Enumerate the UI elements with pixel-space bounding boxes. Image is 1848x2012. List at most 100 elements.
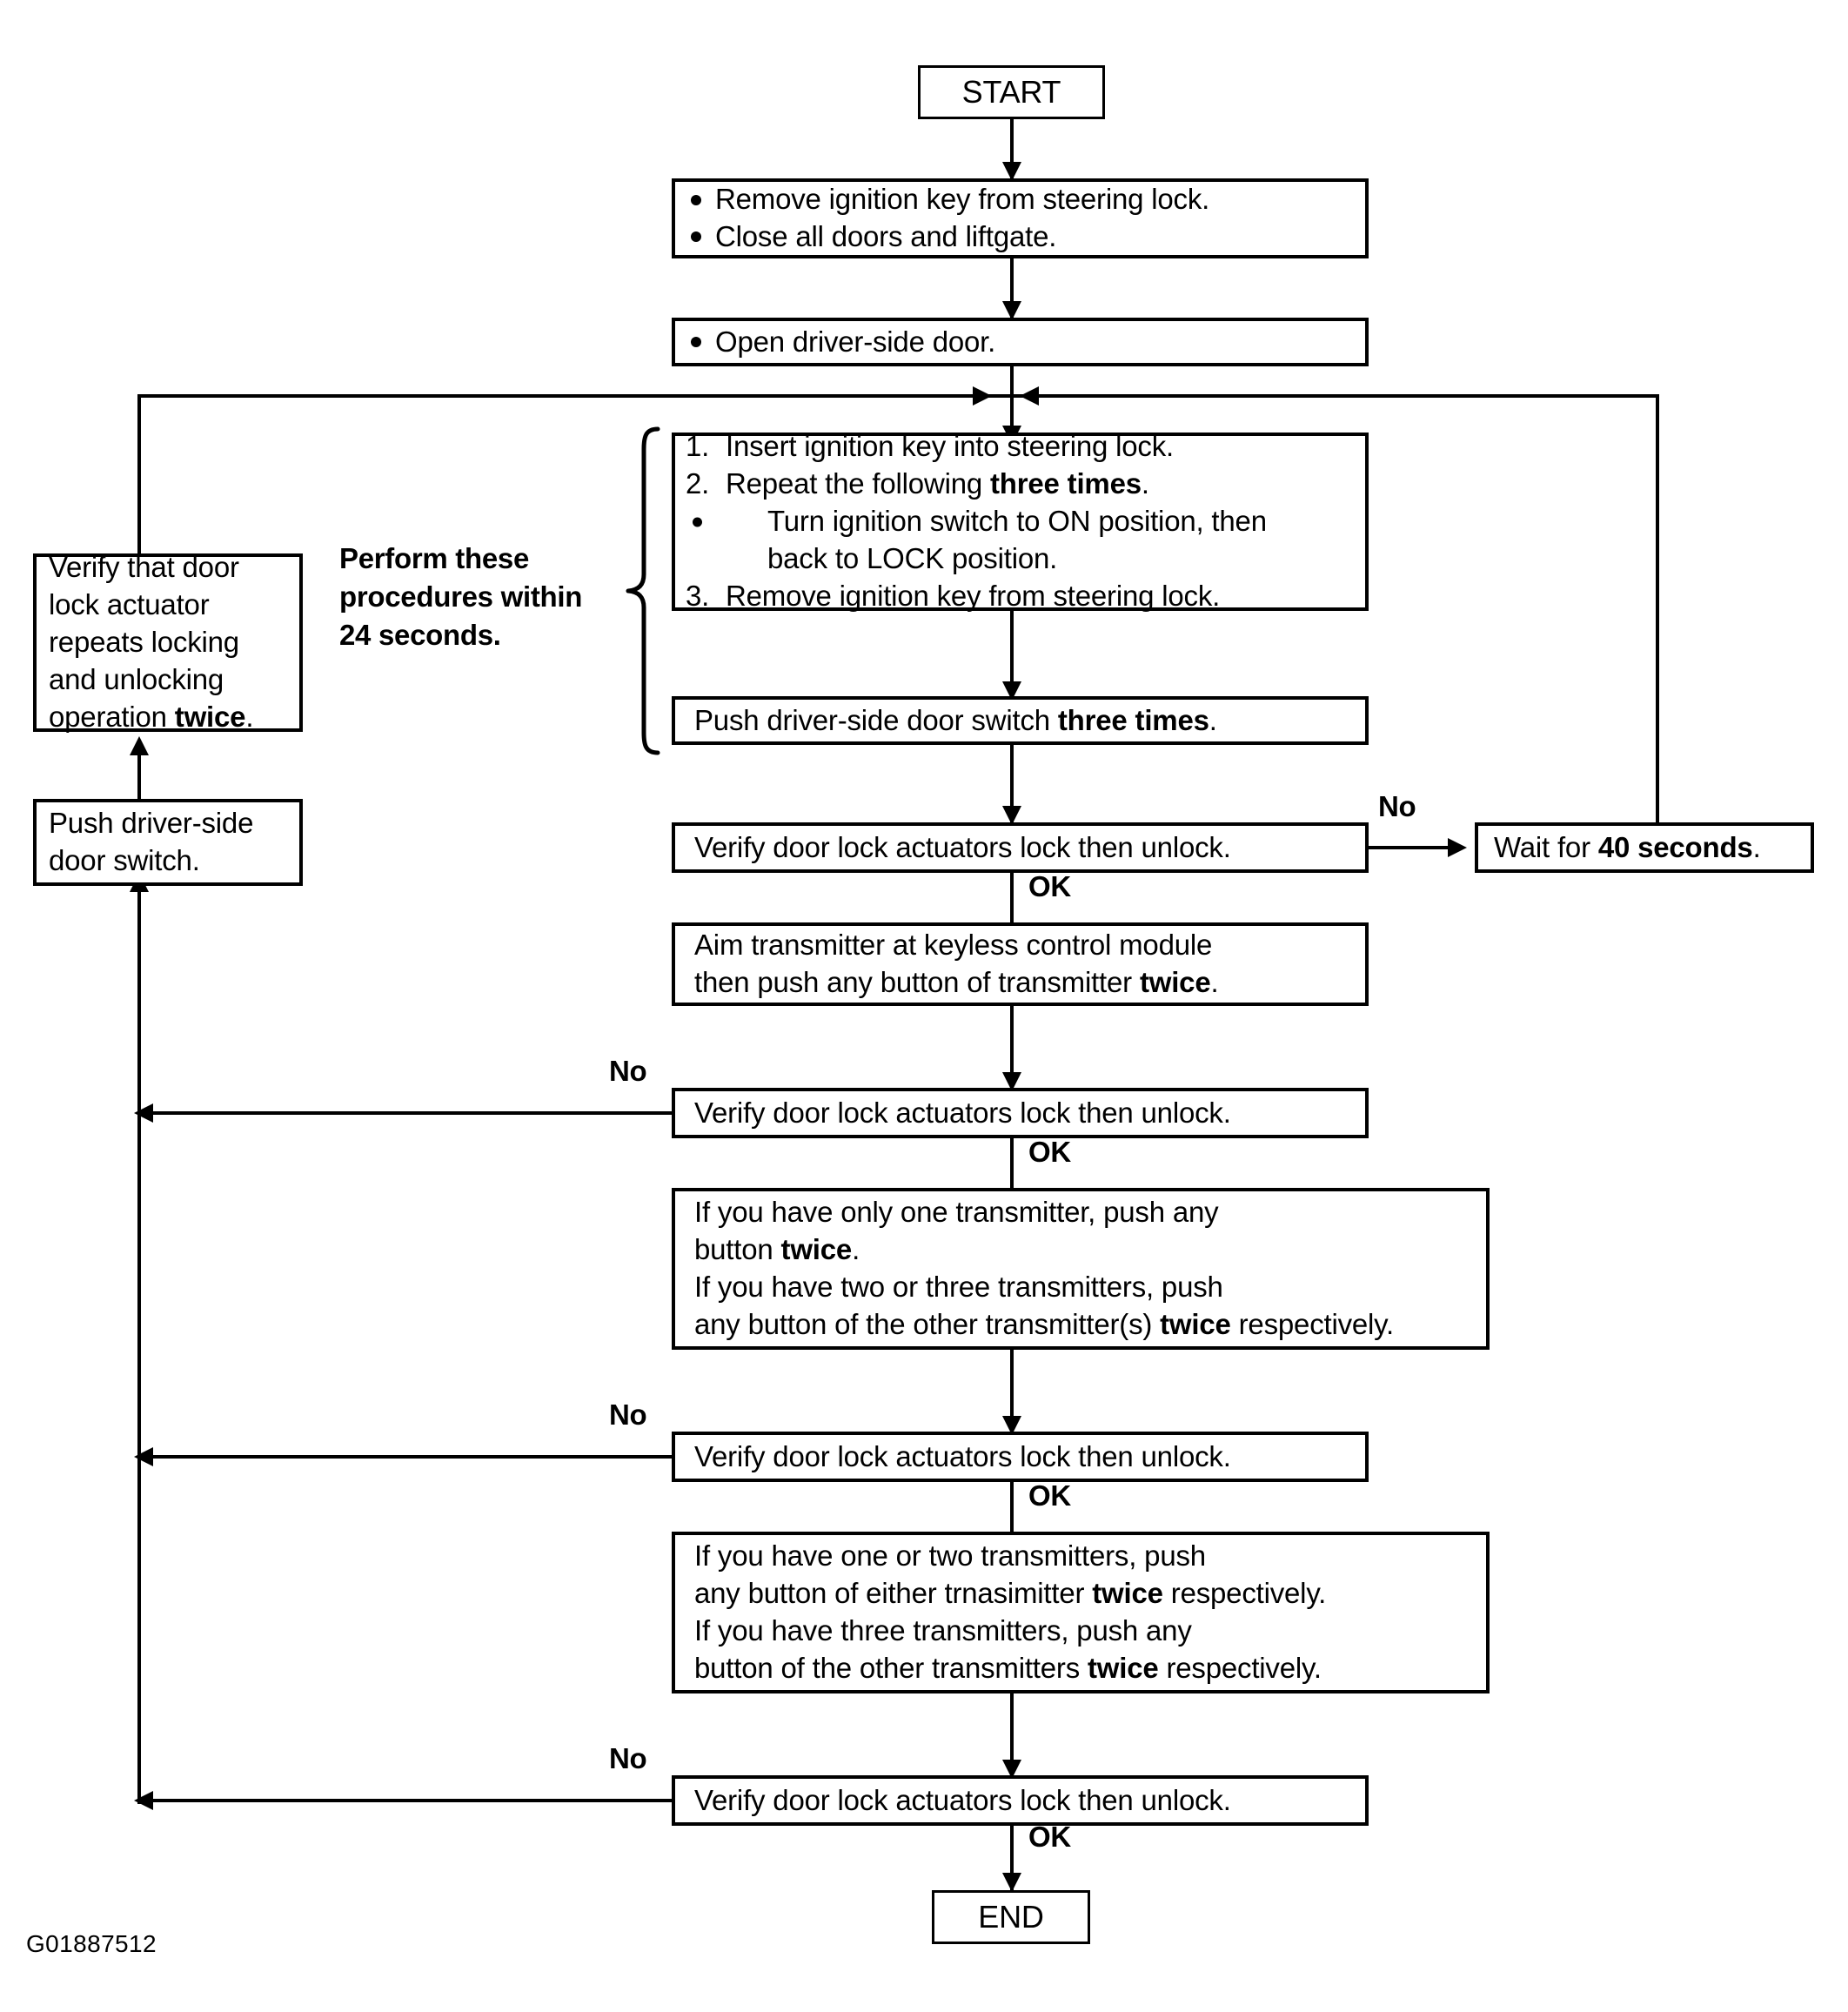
edge-open-door-to-junction: [1010, 366, 1014, 401]
edge-label-ok-4: OK: [1028, 1821, 1071, 1853]
figure-code: G01887512: [26, 1930, 157, 1957]
edge-push-switch-to-verify-repeat-arrowhead: [130, 736, 149, 755]
node-push-switch-three-times: Push driver-side door switch three times…: [672, 696, 1369, 745]
node-prep-line-1: Remove ignition key from steering lock.: [675, 181, 1365, 218]
node-aim-transmitter-line-2-emphasis: twice: [1139, 966, 1211, 998]
node-transmitters-a-line-4-text: any button of the other transmitter(s): [694, 1307, 1161, 1340]
loopback-bus-left-arrowhead: [973, 386, 992, 406]
node-key-cycle-step-1-number: 1.: [686, 430, 710, 463]
loopback-bus-left: [137, 394, 1016, 398]
node-transmitters-b-line-2-text: any button of either trnasimitter: [694, 1577, 1093, 1610]
node-verify-repeat-twice-line-5-tail: .: [245, 700, 254, 733]
edge-verify-2-ok: [1010, 1138, 1014, 1221]
timing-note-line-3: 24 seconds.: [339, 618, 501, 651]
edge-verify-1-no-arrowhead: [1448, 838, 1467, 857]
node-aim-transmitter: Aim transmitter at keyless control modul…: [672, 922, 1369, 1006]
node-verify-repeat-twice-line-3: repeats locking: [49, 626, 239, 659]
node-verify-repeat-twice-line-1: Verify that door: [49, 551, 239, 584]
edge-label-ok-2: OK: [1028, 1136, 1071, 1168]
edge-verify-1-ok: [1010, 873, 1014, 956]
node-push-switch-three-times-label: Push driver-side door switch three times…: [675, 702, 1365, 740]
node-open-driver-door-line-1: Open driver-side door.: [675, 324, 1365, 361]
edge-transmitters-b-to-verify-4: [1010, 1693, 1014, 1777]
node-verify-actuators-3: Verify door lock actuators lock then unl…: [672, 1432, 1369, 1482]
edge-junction-to-key-cycle: [1010, 396, 1014, 442]
node-transmitters-a-line-4: any button of the other transmitter(s) t…: [675, 1306, 1486, 1344]
loopback-bus-right: [1005, 394, 1659, 398]
node-key-cycle-step-2: 2. Repeat the following three times.: [675, 466, 1365, 503]
node-verify-repeat-twice: Verify that door lock actuator repeats l…: [33, 551, 303, 733]
edge-label-no-2: No: [609, 1055, 647, 1087]
node-end: END: [932, 1890, 1090, 1944]
edge-label-ok-1: OK: [1028, 870, 1071, 902]
node-key-cycle-step-2-sub-1: Turn ignition switch to ON position, the…: [675, 503, 1365, 540]
node-verify-repeat-twice-emphasis: twice: [174, 700, 246, 733]
node-push-switch-three-times-emphasis: three times: [1057, 703, 1209, 736]
node-push-driver-side-switch: Push driver-side door switch.: [33, 799, 303, 886]
node-key-cycle-step-2-emphasis: three times: [990, 467, 1142, 500]
node-wait-40-seconds-tail: .: [1752, 830, 1761, 863]
edge-label-no-1: No: [1378, 790, 1416, 822]
node-transmitters-a-line-2-tail: .: [852, 1233, 860, 1266]
node-wait-40-seconds-label: Wait for 40 seconds.: [1478, 829, 1811, 867]
node-transmitters-b-line-4-text: button of the other transmitters: [694, 1651, 1088, 1684]
node-key-cycle-step-3-number: 3.: [686, 579, 710, 612]
loopback-left-riser: [137, 394, 141, 555]
node-end-label: END: [978, 1898, 1044, 1935]
edge-verify-4-no: [148, 1799, 673, 1802]
edge-start-to-prep-arrowhead: [1002, 162, 1021, 181]
node-key-cycle-step-2-tail: .: [1141, 467, 1149, 500]
node-verify-actuators-4-label: Verify door lock actuators lock then unl…: [694, 1783, 1231, 1816]
edge-verify-3-ok: [1010, 1482, 1014, 1565]
node-key-cycle-step-2-sub-2: back to LOCK position.: [675, 540, 1365, 578]
node-key-cycle: 1. Insert ignition key into steering loc…: [672, 430, 1369, 612]
node-transmitters-b-line-2: any button of either trnasimitter twice …: [675, 1575, 1486, 1613]
node-push-driver-side-switch-line-1: Push driver-side: [49, 807, 254, 840]
node-push-switch-three-times-tail: .: [1209, 703, 1217, 736]
node-transmitters-a: If you have only one transmitter, push a…: [672, 1188, 1490, 1350]
node-verify-actuators-1-label: Verify door lock actuators lock then unl…: [694, 830, 1231, 863]
node-key-cycle-step-2-number: 2.: [686, 467, 710, 500]
edge-label-no-3: No: [609, 1398, 647, 1431]
loopback-bus-right-arrowhead: [1020, 386, 1039, 406]
node-wait-40-seconds: Wait for 40 seconds.: [1475, 822, 1814, 873]
edge-push-switch-3x-to-verify-1-arrowhead: [1002, 806, 1021, 825]
node-verify-repeat-twice-line-5: operation twice.: [37, 699, 299, 736]
node-verify-actuators-2-label: Verify door lock actuators lock then unl…: [694, 1096, 1231, 1129]
node-transmitters-b-line-4-emphasis: twice: [1087, 1651, 1159, 1684]
edge-aim-to-verify-2-arrowhead: [1002, 1072, 1021, 1091]
node-prep: Remove ignition key from steering lock. …: [672, 178, 1369, 258]
timing-note-line-2: procedures within: [339, 580, 583, 613]
node-open-driver-door: Open driver-side door.: [672, 318, 1369, 366]
node-transmitters-a-line-2-text: button: [694, 1233, 781, 1266]
edge-label-no-4: No: [609, 1742, 647, 1774]
node-verify-repeat-twice-line-5-text: operation: [49, 700, 175, 733]
node-push-driver-side-switch-line-2: door switch.: [49, 844, 200, 876]
node-key-cycle-step-3: 3. Remove ignition key from steering loc…: [675, 578, 1365, 615]
edge-verify-2-no: [148, 1111, 673, 1115]
node-verify-actuators-3-label: Verify door lock actuators lock then unl…: [694, 1439, 1231, 1472]
edge-prep-to-open-door: [1010, 258, 1014, 318]
node-transmitters-b: If you have one or two transmitters, pus…: [672, 1532, 1490, 1693]
node-verify-repeat-twice-line-4: and unlocking: [49, 662, 224, 695]
node-transmitters-a-line-2-emphasis: twice: [780, 1233, 853, 1266]
node-key-cycle-step-1: 1. Insert ignition key into steering loc…: [675, 428, 1365, 466]
node-key-cycle-step-3-text: Remove ignition key from steering lock.: [726, 579, 1221, 612]
node-key-cycle-step-2-text: Repeat the following: [726, 467, 990, 500]
timing-brace: [625, 426, 661, 755]
node-transmitters-b-line-2-tail: respectively.: [1162, 1577, 1327, 1610]
edge-prep-to-open-door-arrowhead: [1002, 301, 1021, 320]
node-verify-actuators-4: Verify door lock actuators lock then unl…: [672, 1775, 1369, 1826]
node-prep-line-2: Close all doors and liftgate.: [675, 218, 1365, 256]
node-transmitters-b-line-4: button of the other transmitters twice r…: [675, 1650, 1486, 1687]
node-key-cycle-step-2-sub-1-text: Turn ignition switch to ON position, the…: [767, 505, 1267, 538]
node-push-switch-three-times-text: Push driver-side door switch: [694, 703, 1058, 736]
node-transmitters-a-line-1: If you have only one transmitter, push a…: [694, 1196, 1219, 1229]
node-transmitters-b-line-1: If you have one or two transmitters, pus…: [694, 1539, 1206, 1573]
node-start: START: [918, 65, 1105, 119]
edge-key-cycle-to-push-switch-3x: [1010, 611, 1014, 698]
node-verify-actuators-2: Verify door lock actuators lock then unl…: [672, 1088, 1369, 1138]
node-key-cycle-step-1-text: Insert ignition key into steering lock.: [726, 430, 1174, 463]
node-wait-40-seconds-emphasis: 40 seconds: [1597, 830, 1753, 863]
